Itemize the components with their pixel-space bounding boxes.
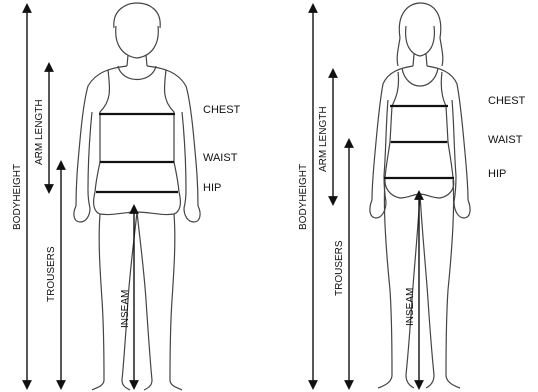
female-hip-label: HIP (488, 168, 506, 180)
female-armlength-label: ARM LENGTH (318, 106, 329, 172)
female-figure (370, 3, 470, 388)
male-arrows (27, 5, 134, 388)
male-waist-label: WAIST (203, 152, 238, 164)
male-armlength-label: ARM LENGTH (34, 99, 45, 165)
male-hip-label: HIP (203, 182, 221, 194)
female-bodyheight-label: BODYHEIGHT (298, 164, 309, 230)
male-trousers-label: TROUSERS (46, 246, 57, 302)
male-bands (96, 114, 178, 192)
female-bands (384, 106, 454, 178)
female-arrows (313, 5, 419, 388)
male-inseam-label: INSEAM (120, 290, 131, 328)
male-figure (74, 3, 200, 390)
female-waist-label: WAIST (488, 134, 523, 146)
female-chest-label: CHEST (488, 95, 526, 107)
male-bodyheight-label: BODYHEIGHT (12, 164, 23, 230)
female-trousers-label: TROUSERS (334, 240, 345, 296)
male-chest-label: CHEST (203, 104, 241, 116)
female-inseam-label: INSEAM (405, 288, 416, 326)
